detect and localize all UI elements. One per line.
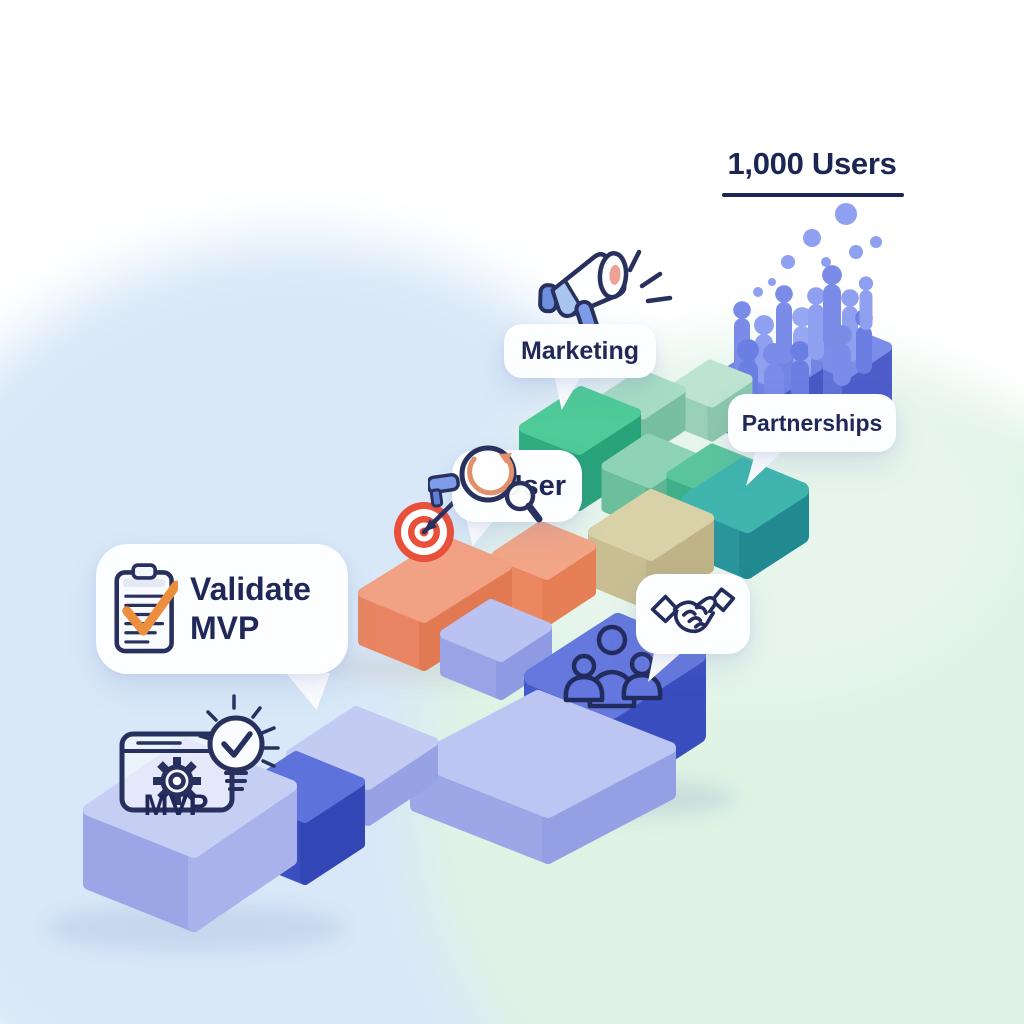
marketing-label: Marketing — [520, 336, 640, 365]
clipboard-check-icon — [114, 563, 178, 654]
partnerships-bubble: Partnerships — [728, 394, 896, 452]
crowd-dot — [835, 203, 857, 225]
mvp-label: MVP — [143, 789, 209, 822]
crowd-person — [790, 341, 810, 404]
goal-title-underline — [722, 193, 904, 197]
crowd-dot — [849, 245, 863, 259]
handshake-icon — [650, 587, 736, 634]
partnerships-label: Partnerships — [741, 409, 883, 436]
crowd-dot — [870, 236, 882, 248]
magnifier-icon — [428, 445, 543, 523]
crowd-dot — [768, 278, 776, 286]
lightbulb-check-icon — [198, 694, 280, 791]
handshake-bubble — [636, 574, 750, 654]
marketing-bubble: Marketing — [504, 324, 656, 378]
crowd-person — [858, 276, 874, 330]
goal-title: 1,000 Users — [727, 146, 897, 181]
crowd-person — [807, 287, 825, 360]
validate-mvp-bubble: Validate MVP — [96, 544, 348, 674]
crowd-figures — [733, 203, 882, 408]
tan-block — [588, 489, 714, 611]
crowd-person — [832, 325, 852, 386]
crowd-dot — [803, 229, 821, 247]
block-staircase — [83, 359, 809, 932]
browser-gear-icon — [119, 731, 235, 813]
crowd-dot — [781, 255, 795, 269]
crowd-dot — [821, 257, 831, 267]
validate-mvp-label: Validate MVP — [190, 571, 311, 646]
crowd-dot — [753, 287, 763, 297]
